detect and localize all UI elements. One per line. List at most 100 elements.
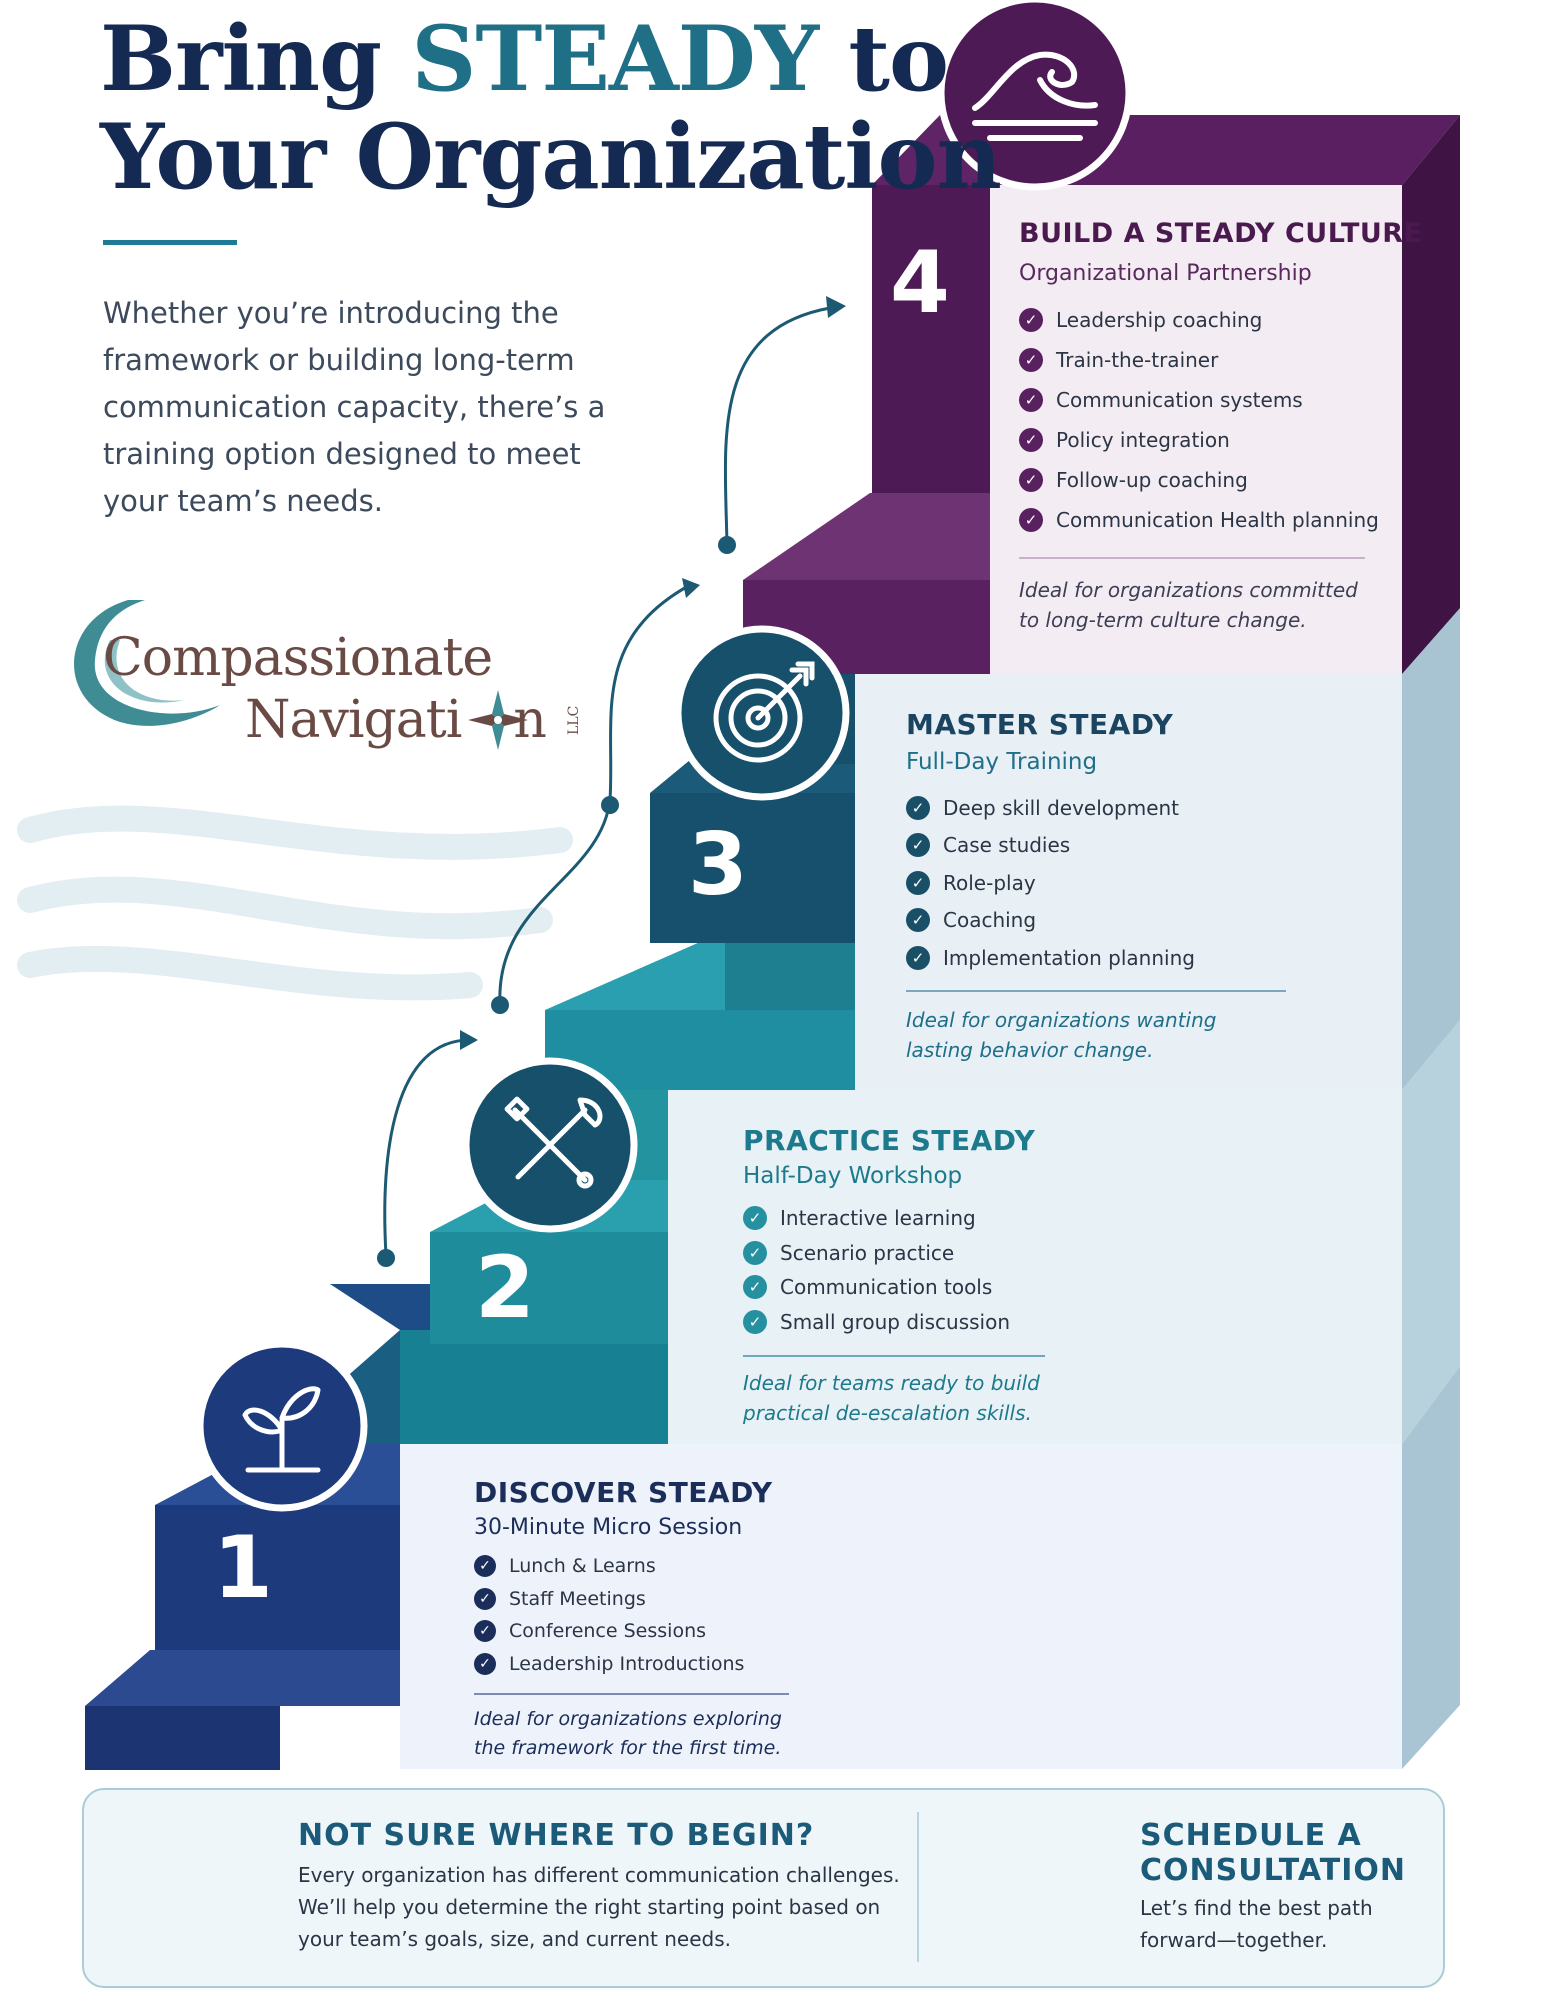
- check-icon: ✓: [906, 870, 930, 895]
- step2-list: ✓Interactive learning ✓ Scenario practice…: [743, 1201, 1035, 1339]
- step1-title: DISCOVER STEADY: [474, 1476, 773, 1509]
- list-item-label: Case studies: [943, 833, 1071, 858]
- help-title: NOT SURE WHERE TO BEGIN?: [298, 1818, 815, 1853]
- check-icon: ✓: [474, 1587, 496, 1610]
- list-item: ✓Communication Health planning: [1019, 500, 1423, 540]
- step2-note: Ideal for teams ready to build practical…: [743, 1368, 1040, 1428]
- step2-riser: [430, 1232, 668, 1344]
- step3-list: ✓Deep skill development ✓ Case studies ✓ R…: [906, 789, 1195, 977]
- step1-note-line2: the framework for the first time.: [474, 1737, 782, 1759]
- list-item-label: Leadership Introductions: [509, 1652, 745, 1675]
- step3-number: 3: [688, 815, 748, 915]
- step1-subtitle: 30-Minute Micro Session: [474, 1515, 743, 1540]
- step4-panel: [990, 185, 1402, 674]
- list-item: ✓ Leadership Introductions: [474, 1648, 773, 1681]
- list-item-label: Small group discussion: [780, 1309, 1010, 1334]
- step3-panel-side: [1402, 608, 1460, 1090]
- check-icon: ✓: [906, 833, 930, 858]
- list-item: ✓Communication tools: [743, 1270, 1035, 1305]
- list-item-label: Role-play: [943, 870, 1036, 895]
- step4-panel-side: [1402, 115, 1460, 674]
- logo-suffix: LLC: [566, 705, 582, 735]
- check-icon: ✓: [474, 1652, 496, 1675]
- list-item-label: Implementation planning: [943, 945, 1195, 970]
- background-waves: [17, 805, 573, 1001]
- check-icon: ✓: [1019, 468, 1043, 492]
- step3-note: Ideal for organizations wanting lasting …: [906, 1005, 1216, 1065]
- step2-lower-tread: [330, 1284, 430, 1330]
- step4-lower-top: [743, 493, 872, 580]
- step3-mid-top: [545, 942, 725, 1010]
- title-part1: Bring: [100, 6, 412, 112]
- check-icon: ✓: [906, 945, 930, 970]
- step4-note-line2: to long-term culture change.: [1019, 608, 1307, 632]
- check-icon: ✓: [1019, 308, 1043, 332]
- step4-number: 4: [890, 233, 950, 333]
- list-item-label: Train-the-trainer: [1056, 348, 1219, 372]
- step1-note-line1: Ideal for organizations exploring: [474, 1708, 782, 1730]
- check-icon: ✓: [743, 1206, 767, 1231]
- step3-riser: [650, 793, 855, 943]
- step1-note-rule: [474, 1693, 789, 1695]
- step4-title: BUILD A STEADY CULTURE: [1019, 218, 1423, 249]
- step3-panel: [855, 674, 1402, 1090]
- arrow-heads: [460, 296, 846, 1050]
- step2-panel: [668, 1090, 1402, 1444]
- title-line2: Your Organization: [100, 104, 1002, 210]
- step2-number: 2: [475, 1238, 535, 1338]
- logo-text-line1: Compassionate: [103, 628, 493, 688]
- check-icon: ✓: [474, 1620, 496, 1643]
- help-body-line2: We’ll help you determine the right start…: [298, 1895, 881, 1919]
- step2-base: [400, 1330, 668, 1444]
- schedule-title-line2: CONSULTATION: [1140, 1853, 1407, 1888]
- target-icon: [674, 625, 850, 801]
- step2-note-rule: [743, 1355, 1045, 1357]
- step4-note: Ideal for organizations committed to lon…: [1019, 575, 1358, 635]
- step2-note-line2: practical de-escalation skills.: [743, 1401, 1032, 1425]
- list-item: ✓Communication systems: [1019, 380, 1423, 420]
- list-item: ✓ Follow-up coaching: [1019, 460, 1423, 500]
- list-item: ✓ Conference Sessions: [474, 1615, 773, 1648]
- check-icon: ✓: [906, 908, 930, 933]
- check-icon: ✓: [1019, 508, 1043, 532]
- step3-note-line2: lasting behavior change.: [906, 1038, 1154, 1062]
- list-item-label: Leadership coaching: [1056, 308, 1263, 332]
- schedule-consultation-link[interactable]: SCHEDULE A CONSULTATION Let’s find the b…: [1140, 1818, 1406, 1956]
- list-item: ✓Deep skill development: [906, 789, 1195, 827]
- help-body-line3: your team’s goals, size, and current nee…: [298, 1927, 731, 1951]
- list-item: ✓Lunch & Learns: [474, 1550, 773, 1583]
- schedule-body-line2: forward—together.: [1140, 1928, 1328, 1952]
- step4-list: ✓Leadership coaching ✓Train-the-trainer …: [1019, 300, 1423, 540]
- title-accent: STEADY: [411, 6, 819, 112]
- consultation-callout: [82, 1788, 1445, 1988]
- step2-title: PRACTICE STEADY: [743, 1124, 1036, 1157]
- step2-content: PRACTICE STEADY Half-Day Workshop ✓Inter…: [743, 1124, 1035, 1339]
- check-icon: ✓: [474, 1555, 496, 1578]
- list-item: ✓ Scenario practice: [743, 1236, 1035, 1271]
- list-item-label: Conference Sessions: [509, 1620, 707, 1643]
- step4-riser: [872, 185, 990, 493]
- step2-subtitle: Half-Day Workshop: [743, 1163, 963, 1189]
- check-icon: ✓: [743, 1240, 767, 1265]
- list-item-label: Follow-up coaching: [1056, 468, 1248, 492]
- check-icon: ✓: [1019, 388, 1043, 412]
- wave-icon: [937, 0, 1133, 191]
- list-item: ✓Small group discussion: [743, 1305, 1035, 1340]
- step4-note-rule: [1019, 557, 1365, 559]
- list-item-label: Scenario practice: [780, 1240, 955, 1265]
- step4-note-line1: Ideal for organizations committed: [1019, 578, 1358, 602]
- step3-content: MASTER STEADY Full-Day Training ✓Deep sk…: [906, 708, 1195, 977]
- logo-line2-end: n: [513, 690, 546, 750]
- step1-panel-side: [1402, 1366, 1460, 1769]
- list-item-label: Staff Meetings: [509, 1587, 646, 1610]
- list-item: ✓ Case studies: [906, 827, 1195, 865]
- list-item: ✓Interactive learning: [743, 1201, 1035, 1236]
- title-divider: [103, 240, 237, 245]
- sprout-icon: [196, 1340, 368, 1512]
- step4-subtitle: Organizational Partnership: [1019, 261, 1312, 286]
- list-item-label: Coaching: [943, 908, 1037, 933]
- step1-tread: [85, 1650, 400, 1706]
- list-item: ✓ Role-play: [906, 864, 1195, 902]
